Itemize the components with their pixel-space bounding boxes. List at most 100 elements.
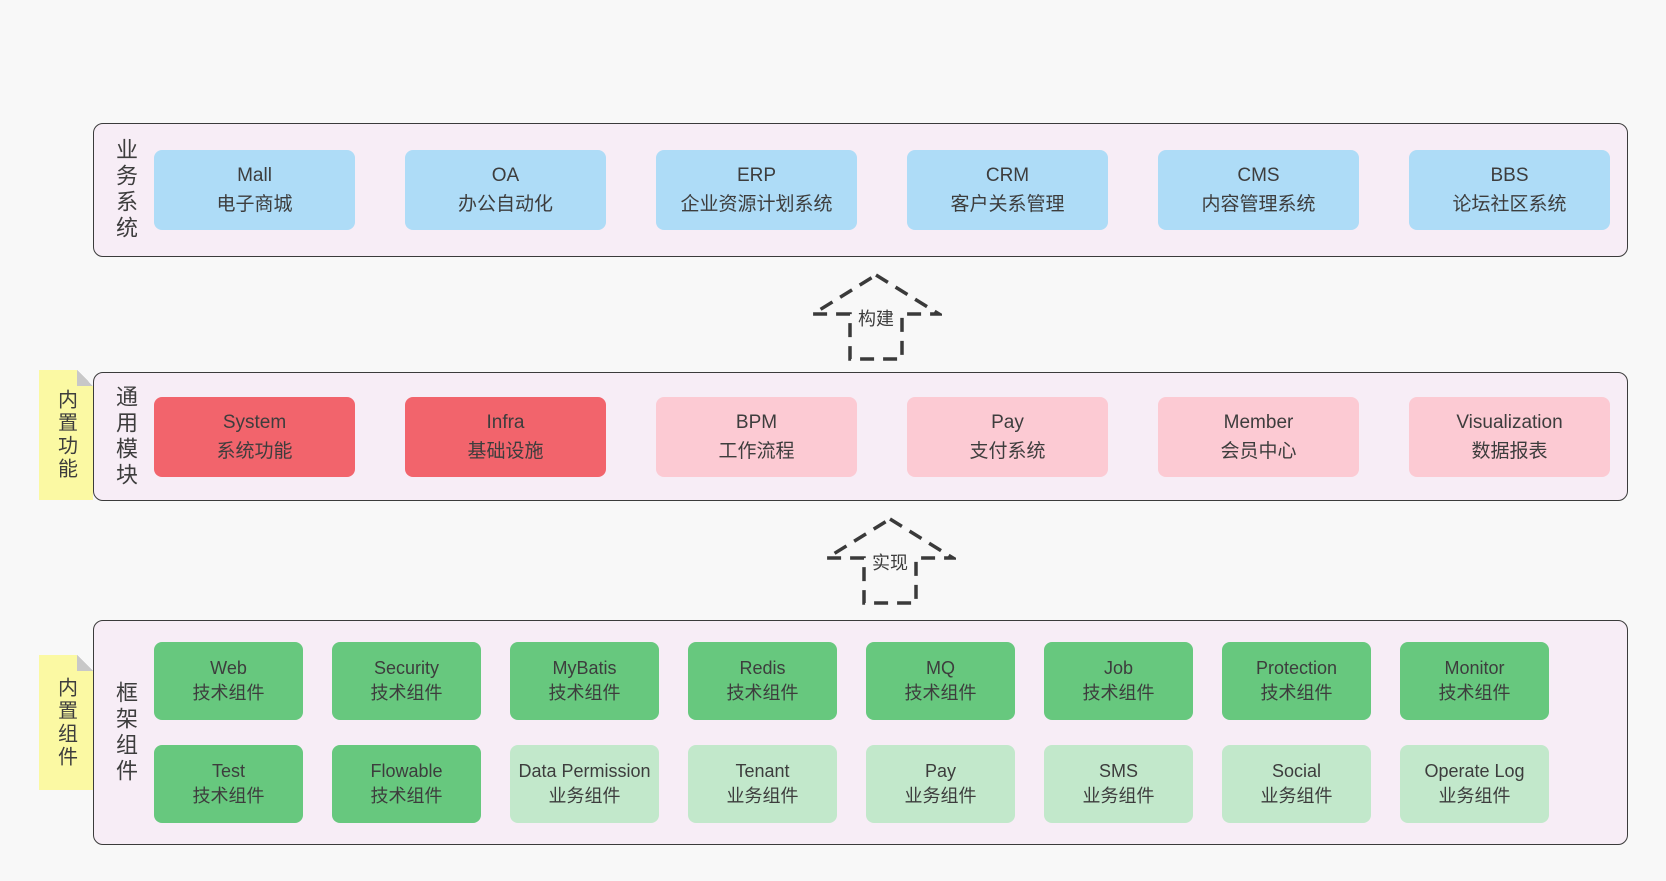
layer-label-framework-components: 框架组件 — [113, 680, 138, 785]
box-visualization: Visualization 数据报表 — [1409, 396, 1610, 477]
box-mq: MQ 技术组件 — [866, 642, 1015, 720]
box-pay: Pay 支付系统 — [907, 396, 1108, 477]
box-subtitle: 技术组件 — [904, 683, 977, 703]
note-label: 内置功能 — [54, 389, 77, 481]
box-sms: SMS 业务组件 — [1044, 745, 1193, 823]
box-operate-log: Operate Log 业务组件 — [1400, 745, 1549, 823]
box-member: Member 会员中心 — [1158, 396, 1359, 477]
layer-label-business-systems: 业务系统 — [113, 138, 138, 242]
box-subtitle: 技术组件 — [192, 683, 265, 703]
modules-boxes-row: System 系统功能 Infra 基础设施 BPM 工作流程 Pay 支付系统… — [154, 396, 1610, 477]
box-monitor: Monitor 技术组件 — [1400, 642, 1549, 720]
box-title: CRM — [985, 165, 1030, 186]
box-title: Visualization — [1456, 411, 1563, 433]
box-subtitle: 业务组件 — [548, 786, 621, 806]
box-title: Tenant — [735, 761, 790, 781]
box-subtitle: 办公自动化 — [457, 194, 553, 215]
box-title: MyBatis — [552, 658, 617, 678]
up-arrow-icon — [810, 272, 942, 361]
box-bpm: BPM 工作流程 — [656, 396, 857, 477]
arrow-label: 实现 — [868, 549, 912, 575]
box-flowable: Flowable 技术组件 — [332, 745, 481, 823]
framework-boxes-grid: Web 技术组件 Security 技术组件 MyBatis 技术组件 Redi… — [154, 642, 1549, 823]
framework-row-2: Test 技术组件 Flowable 技术组件 Data Permission … — [154, 745, 1549, 823]
folded-corner-icon — [77, 370, 93, 386]
framework-row-1: Web 技术组件 Security 技术组件 MyBatis 技术组件 Redi… — [154, 642, 1549, 720]
up-arrow-icon — [824, 516, 956, 605]
box-title: Protection — [1255, 658, 1338, 678]
box-title: Member — [1223, 411, 1294, 433]
box-title: Data Permission — [518, 761, 651, 781]
box-crm: CRM 客户关系管理 — [907, 150, 1108, 230]
box-system: System 系统功能 — [154, 396, 355, 477]
box-web: Web 技术组件 — [154, 642, 303, 720]
box-bbs: BBS 论坛社区系统 — [1409, 150, 1610, 230]
note-label: 内置组件 — [54, 676, 77, 769]
box-subtitle: 技术组件 — [1082, 683, 1155, 703]
box-title: MQ — [926, 658, 955, 678]
box-mybatis: MyBatis 技术组件 — [510, 642, 659, 720]
box-mall: Mall 电子商城 — [154, 150, 355, 230]
box-title: Redis — [739, 658, 786, 678]
box-subtitle: 电子商城 — [216, 194, 293, 215]
business-systems-layer: 业务系统 Mall 电子商城 OA 办公自动化 ERP 企业资源计划系统 CRM… — [93, 123, 1628, 257]
box-title: CMS — [1237, 165, 1280, 186]
box-subtitle: 技术组件 — [1438, 683, 1511, 703]
box-job: Job 技术组件 — [1044, 642, 1193, 720]
box-subtitle: 技术组件 — [548, 683, 621, 703]
box-cms: CMS 内容管理系统 — [1158, 150, 1359, 230]
box-subtitle: 业务组件 — [1260, 786, 1333, 806]
box-subtitle: 系统功能 — [216, 440, 293, 462]
box-title: BBS — [1490, 165, 1529, 186]
box-title: Monitor — [1444, 658, 1505, 678]
box-title: Operate Log — [1424, 761, 1525, 781]
common-modules-layer: 通用模块 System 系统功能 Infra 基础设施 BPM 工作流程 Pay… — [93, 372, 1628, 501]
box-subtitle: 技术组件 — [370, 786, 443, 806]
box-protection: Protection 技术组件 — [1222, 642, 1371, 720]
box-subtitle: 技术组件 — [726, 683, 799, 703]
box-subtitle: 技术组件 — [192, 786, 265, 806]
box-pay-component: Pay 业务组件 — [866, 745, 1015, 823]
box-subtitle: 论坛社区系统 — [1452, 194, 1567, 215]
box-subtitle: 数据报表 — [1471, 440, 1548, 462]
box-title: Pay — [991, 411, 1024, 433]
box-title: Flowable — [370, 761, 443, 781]
business-boxes-row: Mall 电子商城 OA 办公自动化 ERP 企业资源计划系统 CRM 客户关系… — [154, 150, 1610, 230]
box-subtitle: 业务组件 — [726, 786, 799, 806]
box-subtitle: 业务组件 — [1082, 786, 1155, 806]
box-subtitle: 业务组件 — [1438, 786, 1511, 806]
box-title: Infra — [486, 411, 525, 433]
arrow-implement: 实现 — [824, 516, 956, 606]
box-subtitle: 基础设施 — [467, 440, 544, 462]
box-title: OA — [491, 165, 520, 186]
box-redis: Redis 技术组件 — [688, 642, 837, 720]
arrow-label: 构建 — [854, 305, 898, 331]
box-title: BPM — [735, 411, 778, 433]
box-tenant: Tenant 业务组件 — [688, 745, 837, 823]
box-erp: ERP 企业资源计划系统 — [656, 150, 857, 230]
box-test: Test 技术组件 — [154, 745, 303, 823]
box-title: Web — [210, 658, 247, 678]
box-subtitle: 业务组件 — [904, 786, 977, 806]
folded-corner-icon — [77, 655, 93, 671]
box-oa: OA 办公自动化 — [405, 150, 606, 230]
box-title: Social — [1271, 761, 1322, 781]
box-title: ERP — [736, 165, 777, 186]
box-subtitle: 内容管理系统 — [1201, 194, 1316, 215]
box-subtitle: 客户关系管理 — [950, 194, 1065, 215]
sticky-note-built-in-features: 内置功能 — [39, 370, 93, 500]
box-title: Job — [1103, 658, 1134, 678]
box-social: Social 业务组件 — [1222, 745, 1371, 823]
layer-label-common-modules: 通用模块 — [113, 384, 138, 489]
box-subtitle: 技术组件 — [1260, 683, 1333, 703]
box-title: Security — [373, 658, 440, 678]
box-title: Pay — [924, 761, 957, 781]
box-infra: Infra 基础设施 — [405, 396, 606, 477]
box-title: Test — [211, 761, 245, 781]
box-subtitle: 会员中心 — [1220, 440, 1297, 462]
arrow-build: 构建 — [810, 272, 942, 362]
box-subtitle: 企业资源计划系统 — [680, 194, 833, 215]
box-data-permission: Data Permission 业务组件 — [510, 745, 659, 823]
box-title: System — [222, 411, 287, 433]
